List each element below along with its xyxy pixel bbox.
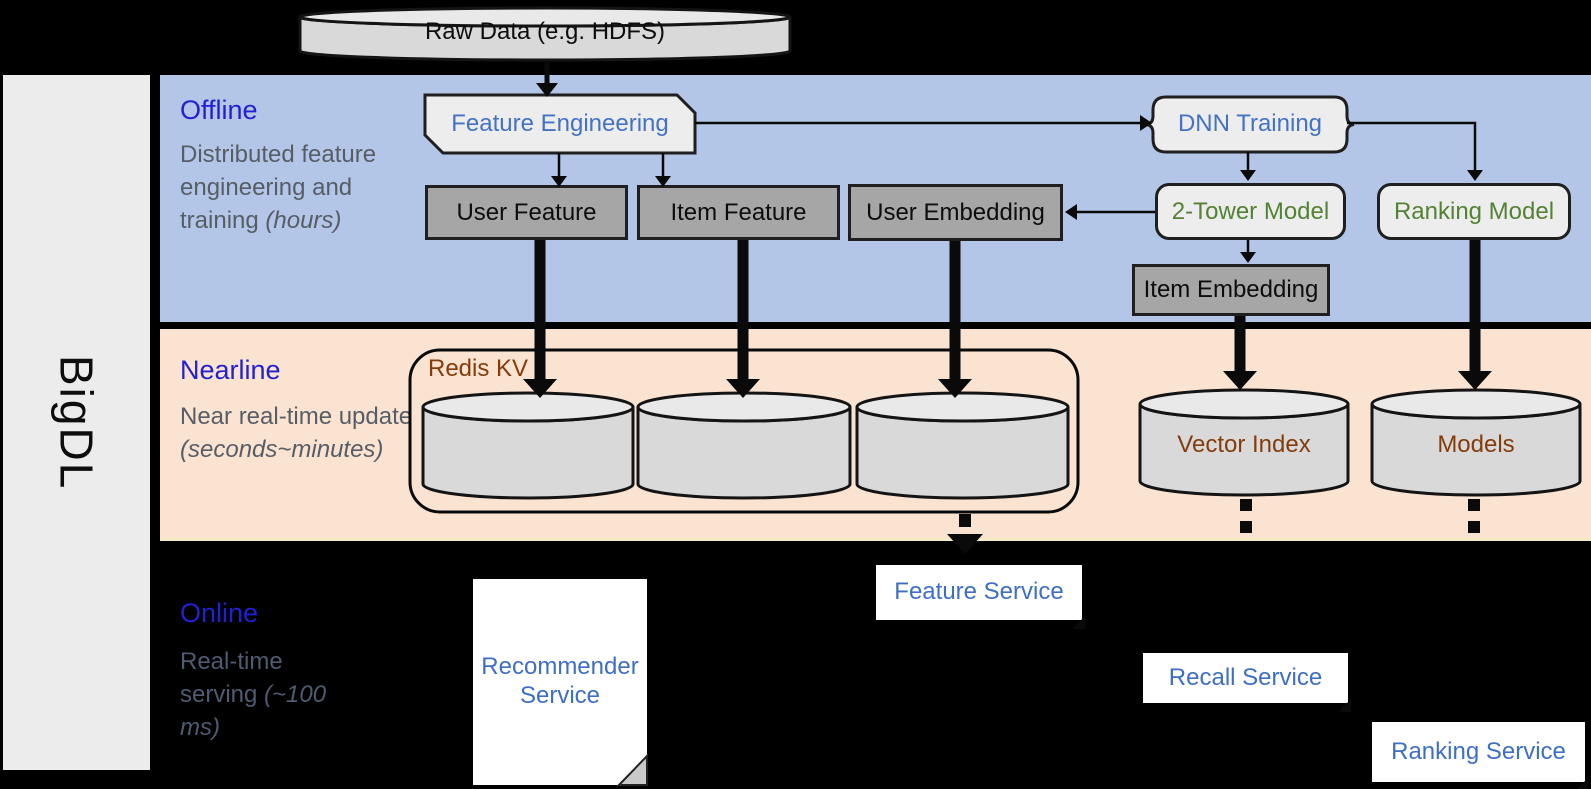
ranking-model-node: Ranking Model [1377,183,1571,240]
ranking-service-node: Ranking Service [1372,722,1588,789]
nearline-lane-description: Near real-time update (seconds~minutes) [180,400,415,466]
recommender-service-label: Recommender Service [481,653,639,709]
folded-corner-icon [1338,699,1351,712]
raw-data-label: Raw Data (e.g. HDFS) [424,18,666,45]
online-desc-text: Real-time serving [180,648,283,709]
bigdl-sidebar: BigDL [3,75,150,770]
user-embedding-node: User Embedding [848,184,1063,241]
ranking-model-label: Ranking Model [1393,197,1555,225]
folded-corner-icon [1072,616,1085,629]
two-tower-model-node: 2-Tower Model [1155,183,1346,240]
bigdl-logo-text: BigDL [50,354,103,491]
recall-service-label: Recall Service [1168,663,1323,691]
item-feature-label: Item Feature [670,198,807,226]
dnn-training-label: DNN Training [1177,110,1323,137]
user-feature-label: User Feature [456,198,597,226]
nearline-desc-text: Near real-time update [180,403,413,430]
online-lane-description: Real-time serving (~100 ms) [180,645,330,744]
feature-service-node: Feature Service [876,565,1085,629]
item-feature-node: Item Feature [637,185,840,240]
nearline-desc-italic: (seconds~minutes) [180,436,384,464]
folded-corner-icon [1575,778,1588,789]
user-embedding-label: User Embedding [866,198,1045,226]
user-feature-node: User Feature [425,185,628,240]
folded-corner-icon [616,753,648,786]
online-lane-title: Online [180,598,259,628]
offline-lane-title: Offline [180,95,258,125]
offline-lane-description: Distributed feature engineering and trai… [180,138,380,237]
redis-kv-label: Redis KV [428,355,529,382]
feature-engineering-label: Feature Engineering [451,110,669,137]
online-desc-italic: (~100 ms) [180,681,327,742]
item-embedding-label: Item Embedding [1143,276,1319,303]
models-label: Models [1437,431,1515,458]
nearline-lane-title: Nearline [180,355,281,385]
offline-desc-text: Distributed feature engineering and trai… [180,141,377,235]
recommender-service-node: Recommender Service [473,579,647,785]
vector-index-label: Vector Index [1177,431,1311,458]
ranking-service-label: Ranking Service [1391,737,1566,765]
recall-service-node: Recall Service [1143,653,1351,712]
item-embedding-node: Item Embedding [1132,264,1330,316]
offline-desc-italic: (hours) [265,207,342,235]
two-tower-model-label: 2-Tower Model [1171,197,1330,225]
feature-service-label: Feature Service [894,578,1064,606]
